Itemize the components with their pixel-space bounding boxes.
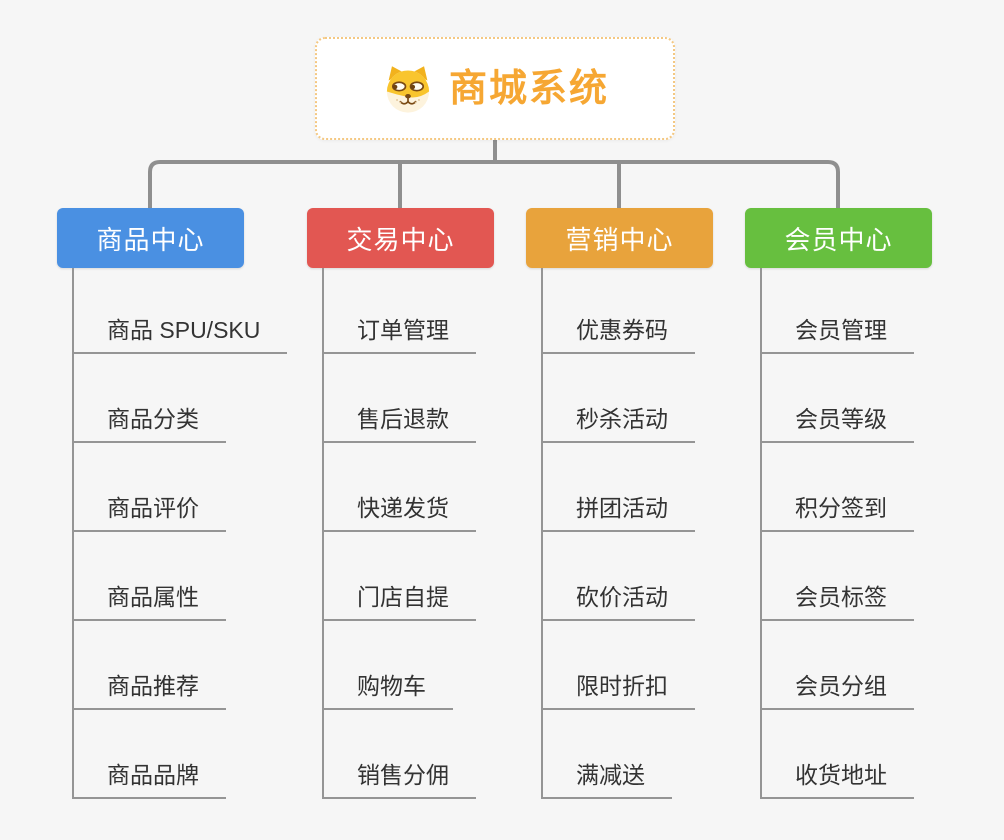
branch-node-marketing[interactable]: 营销中心 (526, 208, 713, 268)
branch-node-product[interactable]: 商品中心 (57, 208, 244, 268)
leaf-label[interactable]: 商品品牌 (74, 762, 226, 799)
dog-face-icon (386, 65, 430, 113)
leaf-node: 商品分类 (74, 354, 287, 443)
leaf-label[interactable]: 门店自提 (324, 584, 476, 621)
root-node[interactable]: 商城系统 (315, 37, 675, 140)
leaf-label[interactable]: 销售分佣 (324, 762, 476, 799)
leaf-node: 会员分组 (762, 621, 914, 710)
leaf-label[interactable]: 拼团活动 (543, 495, 695, 532)
leaf-node: 优惠券码 (543, 268, 695, 354)
leaf-node: 商品品牌 (74, 710, 287, 799)
leaf-list-product: 商品 SPU/SKU 商品分类 商品评价 商品属性 商品推荐 商品品牌 (72, 268, 288, 799)
leaf-label[interactable]: 优惠券码 (543, 317, 695, 354)
leaf-label[interactable]: 会员分组 (762, 673, 914, 710)
branch-column-trade: 交易中心 订单管理 售后退款 快递发货 门店自提 购物车 销售分佣 (307, 208, 494, 799)
leaf-node: 满减送 (543, 710, 695, 799)
leaf-list-member: 会员管理 会员等级 积分签到 会员标签 会员分组 收货地址 (760, 268, 914, 799)
leaf-node: 购物车 (324, 621, 476, 710)
leaf-label[interactable]: 收货地址 (762, 762, 914, 799)
leaf-node: 售后退款 (324, 354, 476, 443)
leaf-label[interactable]: 商品 SPU/SKU (74, 317, 288, 354)
leaf-label[interactable]: 满减送 (543, 762, 672, 799)
root-title: 商城系统 (448, 67, 609, 110)
leaf-label[interactable]: 限时折扣 (543, 673, 695, 710)
leaf-label[interactable]: 商品分类 (74, 406, 226, 443)
leaf-node: 门店自提 (324, 532, 476, 621)
leaf-label[interactable]: 订单管理 (324, 317, 476, 354)
leaf-label[interactable]: 积分签到 (762, 495, 914, 532)
branch-node-trade[interactable]: 交易中心 (307, 208, 494, 268)
leaf-node: 限时折扣 (543, 621, 695, 710)
leaf-node: 收货地址 (762, 710, 914, 799)
branch-column-member: 会员中心 会员管理 会员等级 积分签到 会员标签 会员分组 收货地址 (745, 208, 932, 799)
leaf-node: 商品评价 (74, 443, 287, 532)
leaf-node: 积分签到 (762, 443, 914, 532)
leaf-label[interactable]: 购物车 (324, 673, 453, 710)
leaf-label[interactable]: 快递发货 (324, 495, 476, 532)
leaf-node: 拼团活动 (543, 443, 695, 532)
leaf-label[interactable]: 会员等级 (762, 406, 914, 443)
leaf-list-trade: 订单管理 售后退款 快递发货 门店自提 购物车 销售分佣 (322, 268, 476, 799)
leaf-node: 会员管理 (762, 268, 914, 354)
leaf-label[interactable]: 砍价活动 (543, 584, 695, 621)
leaf-node: 商品属性 (74, 532, 287, 621)
leaf-label[interactable]: 商品推荐 (74, 673, 226, 710)
leaf-node: 秒杀活动 (543, 354, 695, 443)
leaf-label[interactable]: 商品属性 (74, 584, 226, 621)
leaf-label[interactable]: 商品评价 (74, 495, 226, 532)
leaf-node: 订单管理 (324, 268, 476, 354)
leaf-list-marketing: 优惠券码 秒杀活动 拼团活动 砍价活动 限时折扣 满减送 (541, 268, 695, 799)
branch-column-marketing: 营销中心 优惠券码 秒杀活动 拼团活动 砍价活动 限时折扣 满减送 (526, 208, 713, 799)
leaf-node: 商品推荐 (74, 621, 287, 710)
branch-node-member[interactable]: 会员中心 (745, 208, 932, 268)
leaf-node: 销售分佣 (324, 710, 476, 799)
leaf-label[interactable]: 会员标签 (762, 584, 914, 621)
branch-bus-line (148, 160, 840, 208)
leaf-label[interactable]: 售后退款 (324, 406, 476, 443)
leaf-label[interactable]: 秒杀活动 (543, 406, 695, 443)
branch-column-product: 商品中心 商品 SPU/SKU 商品分类 商品评价 商品属性 商品推荐 商品品牌 (57, 208, 288, 799)
leaf-label[interactable]: 会员管理 (762, 317, 914, 354)
leaf-node: 快递发货 (324, 443, 476, 532)
leaf-node: 商品 SPU/SKU (74, 268, 288, 354)
leaf-node: 砍价活动 (543, 532, 695, 621)
leaf-node: 会员等级 (762, 354, 914, 443)
leaf-node: 会员标签 (762, 532, 914, 621)
